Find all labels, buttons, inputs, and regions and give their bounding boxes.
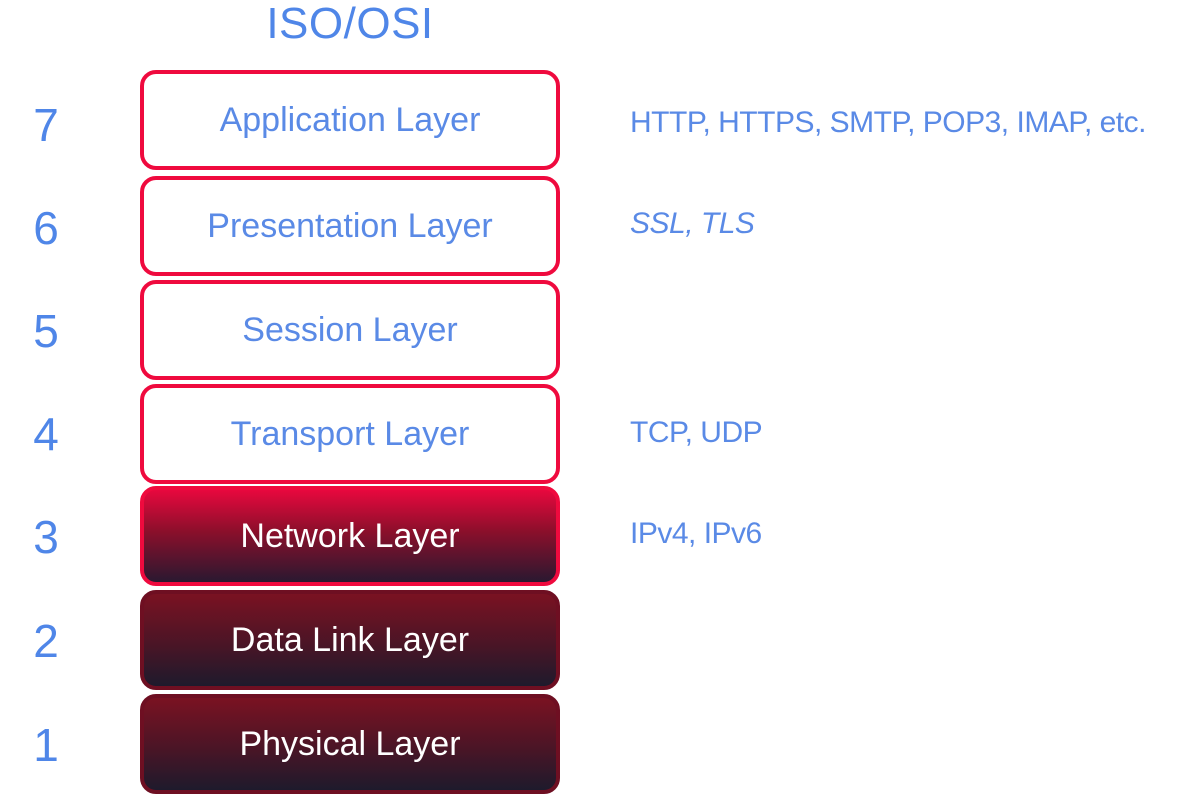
layer-1-label: Physical Layer (239, 724, 461, 763)
layer-3-protocols: IPv4, IPv6 (630, 517, 762, 550)
layer-7-number: 7 (33, 99, 59, 151)
layer-4-transport-box: Transport Layer (140, 384, 560, 484)
layer-1-number: 1 (33, 719, 59, 771)
layer-2-data-link-box: Data Link Layer (140, 590, 560, 690)
layer-5-session-box: Session Layer (140, 280, 560, 380)
layer-5-label: Session Layer (242, 310, 458, 349)
layer-2-number: 2 (33, 615, 59, 667)
layer-6-protocols: SSL, TLS (630, 207, 755, 240)
layer-4-number: 4 (33, 408, 59, 460)
layer-7-application-box: Application Layer (140, 70, 560, 170)
layer-6-presentation-box: Presentation Layer (140, 176, 560, 276)
layer-3-network-box: Network Layer (140, 486, 560, 586)
layer-3-label: Network Layer (240, 516, 460, 555)
layer-2-label: Data Link Layer (230, 620, 470, 659)
layer-4-label: Transport Layer (230, 414, 470, 453)
layer-5-number: 5 (33, 305, 59, 357)
layer-6-number: 6 (33, 202, 59, 254)
layer-4-protocols: TCP, UDP (630, 416, 763, 449)
layer-7-protocols: HTTP, HTTPS, SMTP, POP3, IMAP, etc. (630, 106, 1146, 139)
layer-7-label: Application Layer (219, 100, 481, 139)
layer-6-label: Presentation Layer (207, 206, 493, 245)
layer-1-physical-box: Physical Layer (140, 694, 560, 794)
layer-3-number: 3 (33, 511, 59, 563)
diagram-title: ISO/OSI (266, 0, 434, 48)
